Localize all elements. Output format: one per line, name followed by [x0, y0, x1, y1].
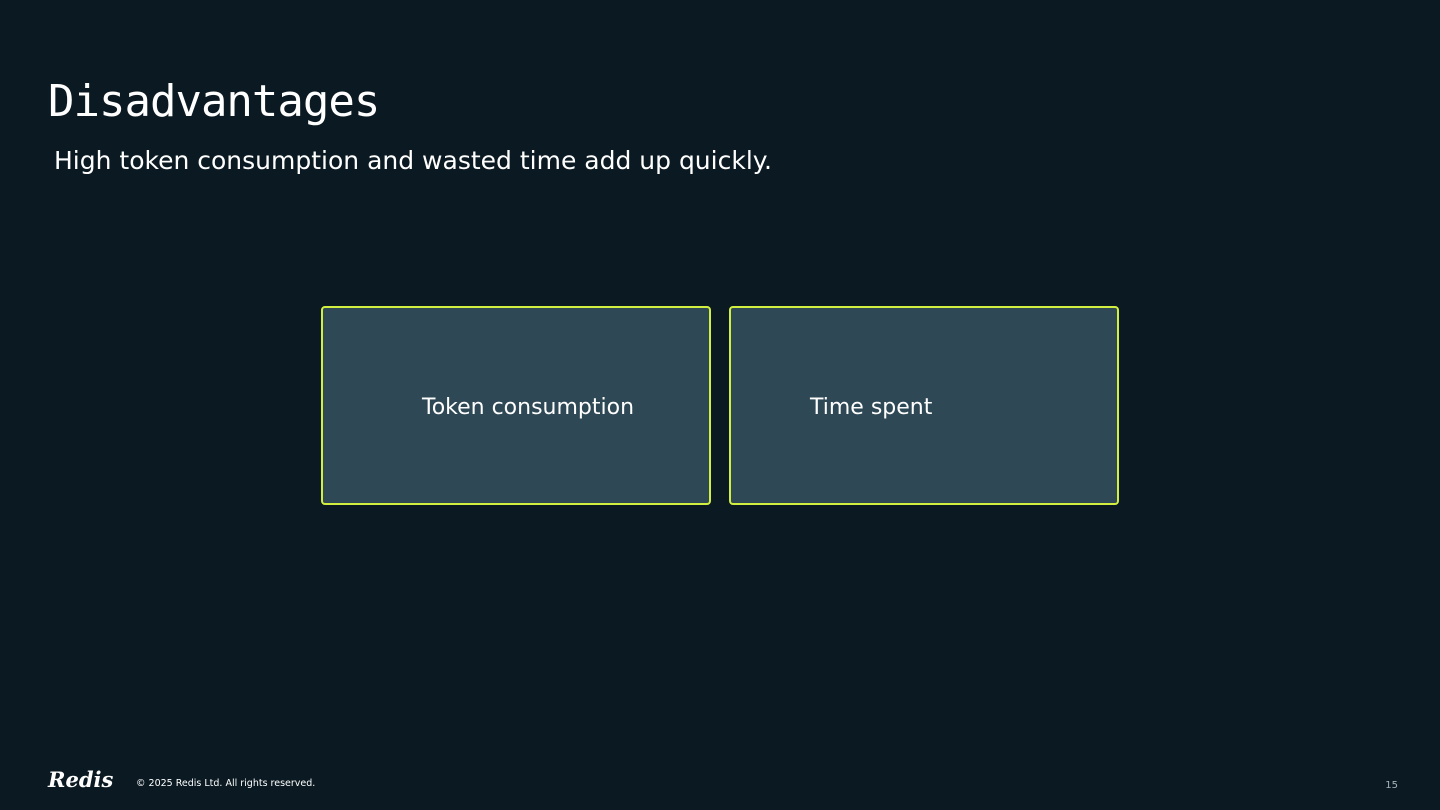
redis-logo: Redis: [47, 768, 113, 792]
slide-title: Disadvantages: [48, 76, 380, 127]
page-number: 15: [1385, 780, 1398, 791]
card-token-consumption: Token consumption: [321, 306, 711, 505]
card-label-time-spent: Time spent: [810, 395, 933, 420]
card-time-spent: Time spent: [729, 306, 1119, 505]
slide-subtitle: High token consumption and wasted time a…: [54, 146, 772, 175]
copyright-text: © 2025 Redis Ltd. All rights reserved.: [136, 778, 316, 789]
redis-logo-text: Redis: [47, 768, 113, 792]
card-label-token-consumption: Token consumption: [422, 395, 635, 420]
